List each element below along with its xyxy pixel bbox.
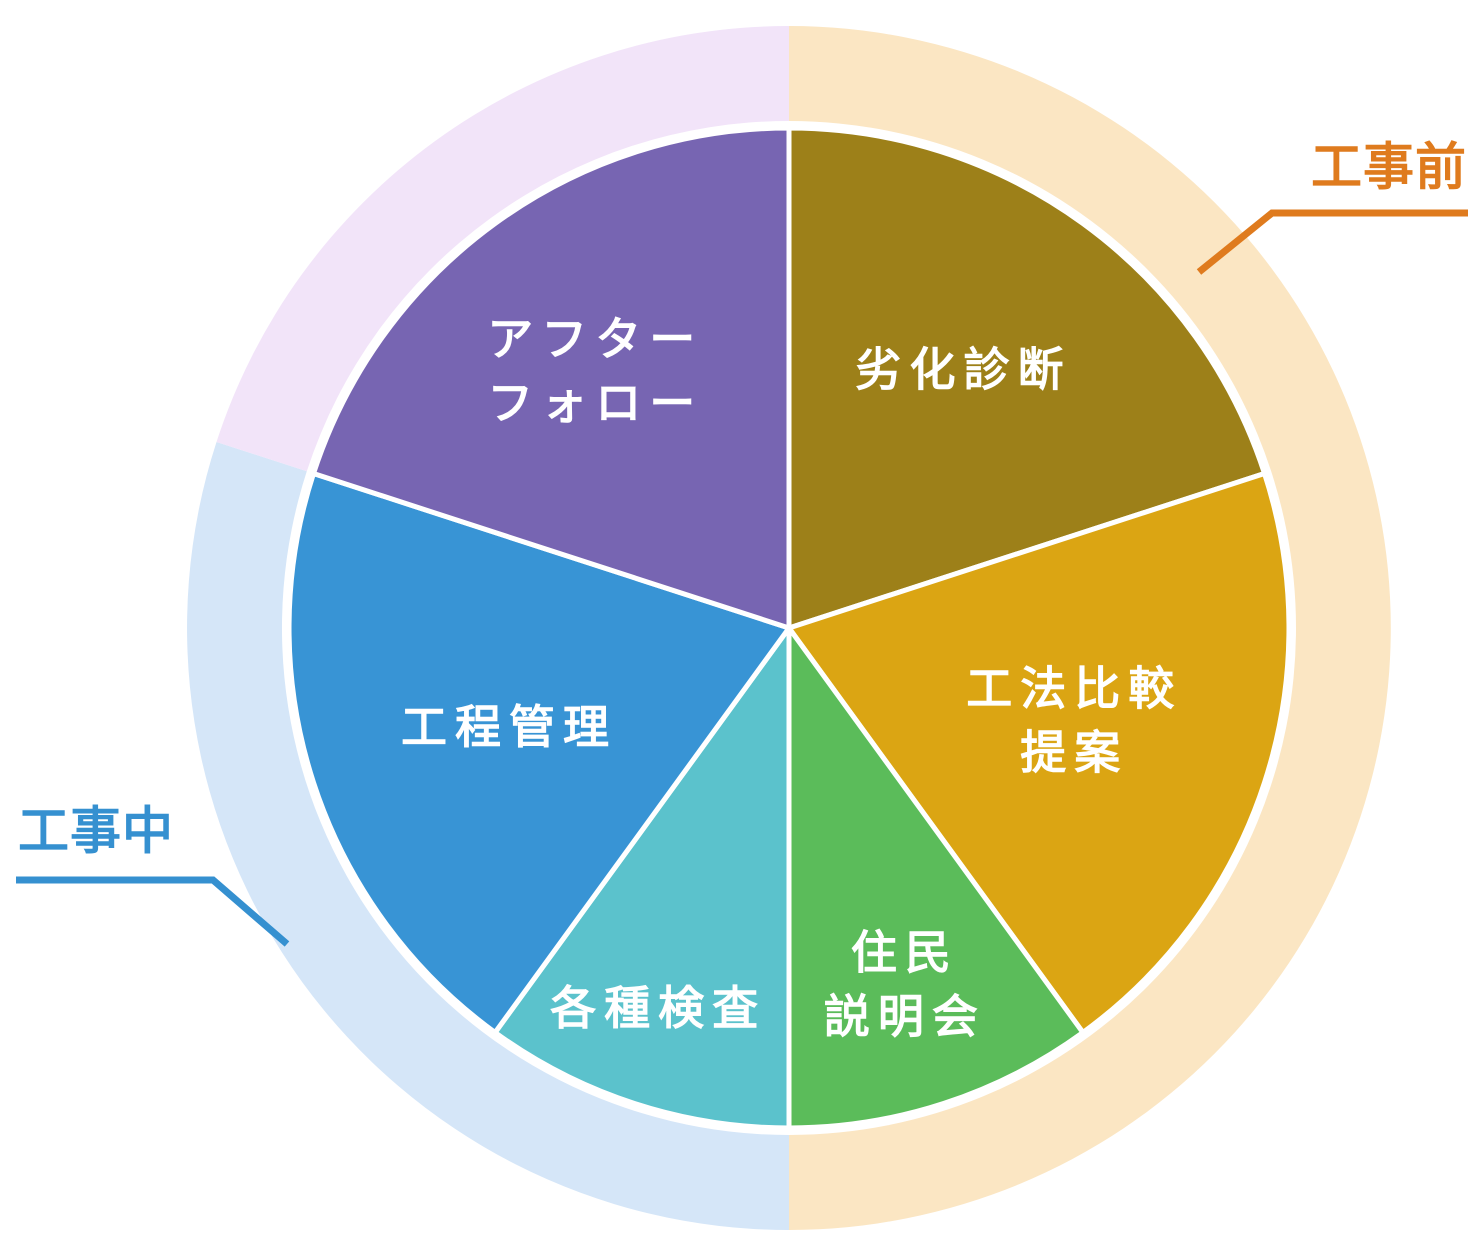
pie-slice-method-comparison-proposal [786, 471, 1292, 1035]
pie-slice-deterioration-diagnosis [786, 125, 1267, 631]
pie-slice-label-line: 住民 [851, 926, 959, 980]
pie-slice-label-deterioration-diagnosis: 劣化診断 [856, 342, 1072, 396]
annotation-text-before-construction-label: 工事前 [1311, 139, 1467, 198]
pie-slice-after-follow [311, 125, 792, 631]
annotation-text-during-construction-label: 工事中 [18, 803, 174, 862]
pie-slice-label-line: 説明会 [824, 990, 986, 1044]
pie-slice-label-process-management: 工程管理 [401, 700, 617, 754]
annotation-leader-line-during-construction-label [16, 876, 290, 947]
pie-slice-label-line: 劣化診断 [856, 342, 1072, 396]
outer-ring-group [187, 26, 1391, 1230]
ring-segment-before-construction [789, 26, 1391, 1230]
pie-slice-label-after-follow: アフターフォロー [487, 312, 703, 430]
pie-slice-various-inspections [492, 625, 792, 1131]
pie-slice-label-line: 工法比較 [966, 662, 1182, 716]
annotation-leader-line-before-construction-label [1196, 209, 1468, 275]
pie-slice-label-line: 工程管理 [401, 700, 617, 754]
ring-segment-after-construction [216, 26, 789, 472]
pie-slice-label-line: 各種検査 [550, 981, 766, 1035]
pie-slice-label-residents-briefing: 住民説明会 [824, 926, 986, 1044]
ring-segment-during-construction [187, 442, 789, 1230]
pie-slice-label-various-inspections: 各種検査 [550, 981, 766, 1035]
pie-slices-group [286, 125, 1292, 1131]
pie-slice-label-method-comparison-proposal: 工法比較提案 [966, 662, 1182, 780]
pie-slice-label-line: アフター [487, 312, 703, 366]
pie-slice-label-line: フォロー [487, 376, 703, 430]
pie-slice-residents-briefing [786, 625, 1086, 1131]
pie-slice-label-line: 提案 [1020, 726, 1128, 780]
pie-slice-process-management [286, 471, 792, 1035]
